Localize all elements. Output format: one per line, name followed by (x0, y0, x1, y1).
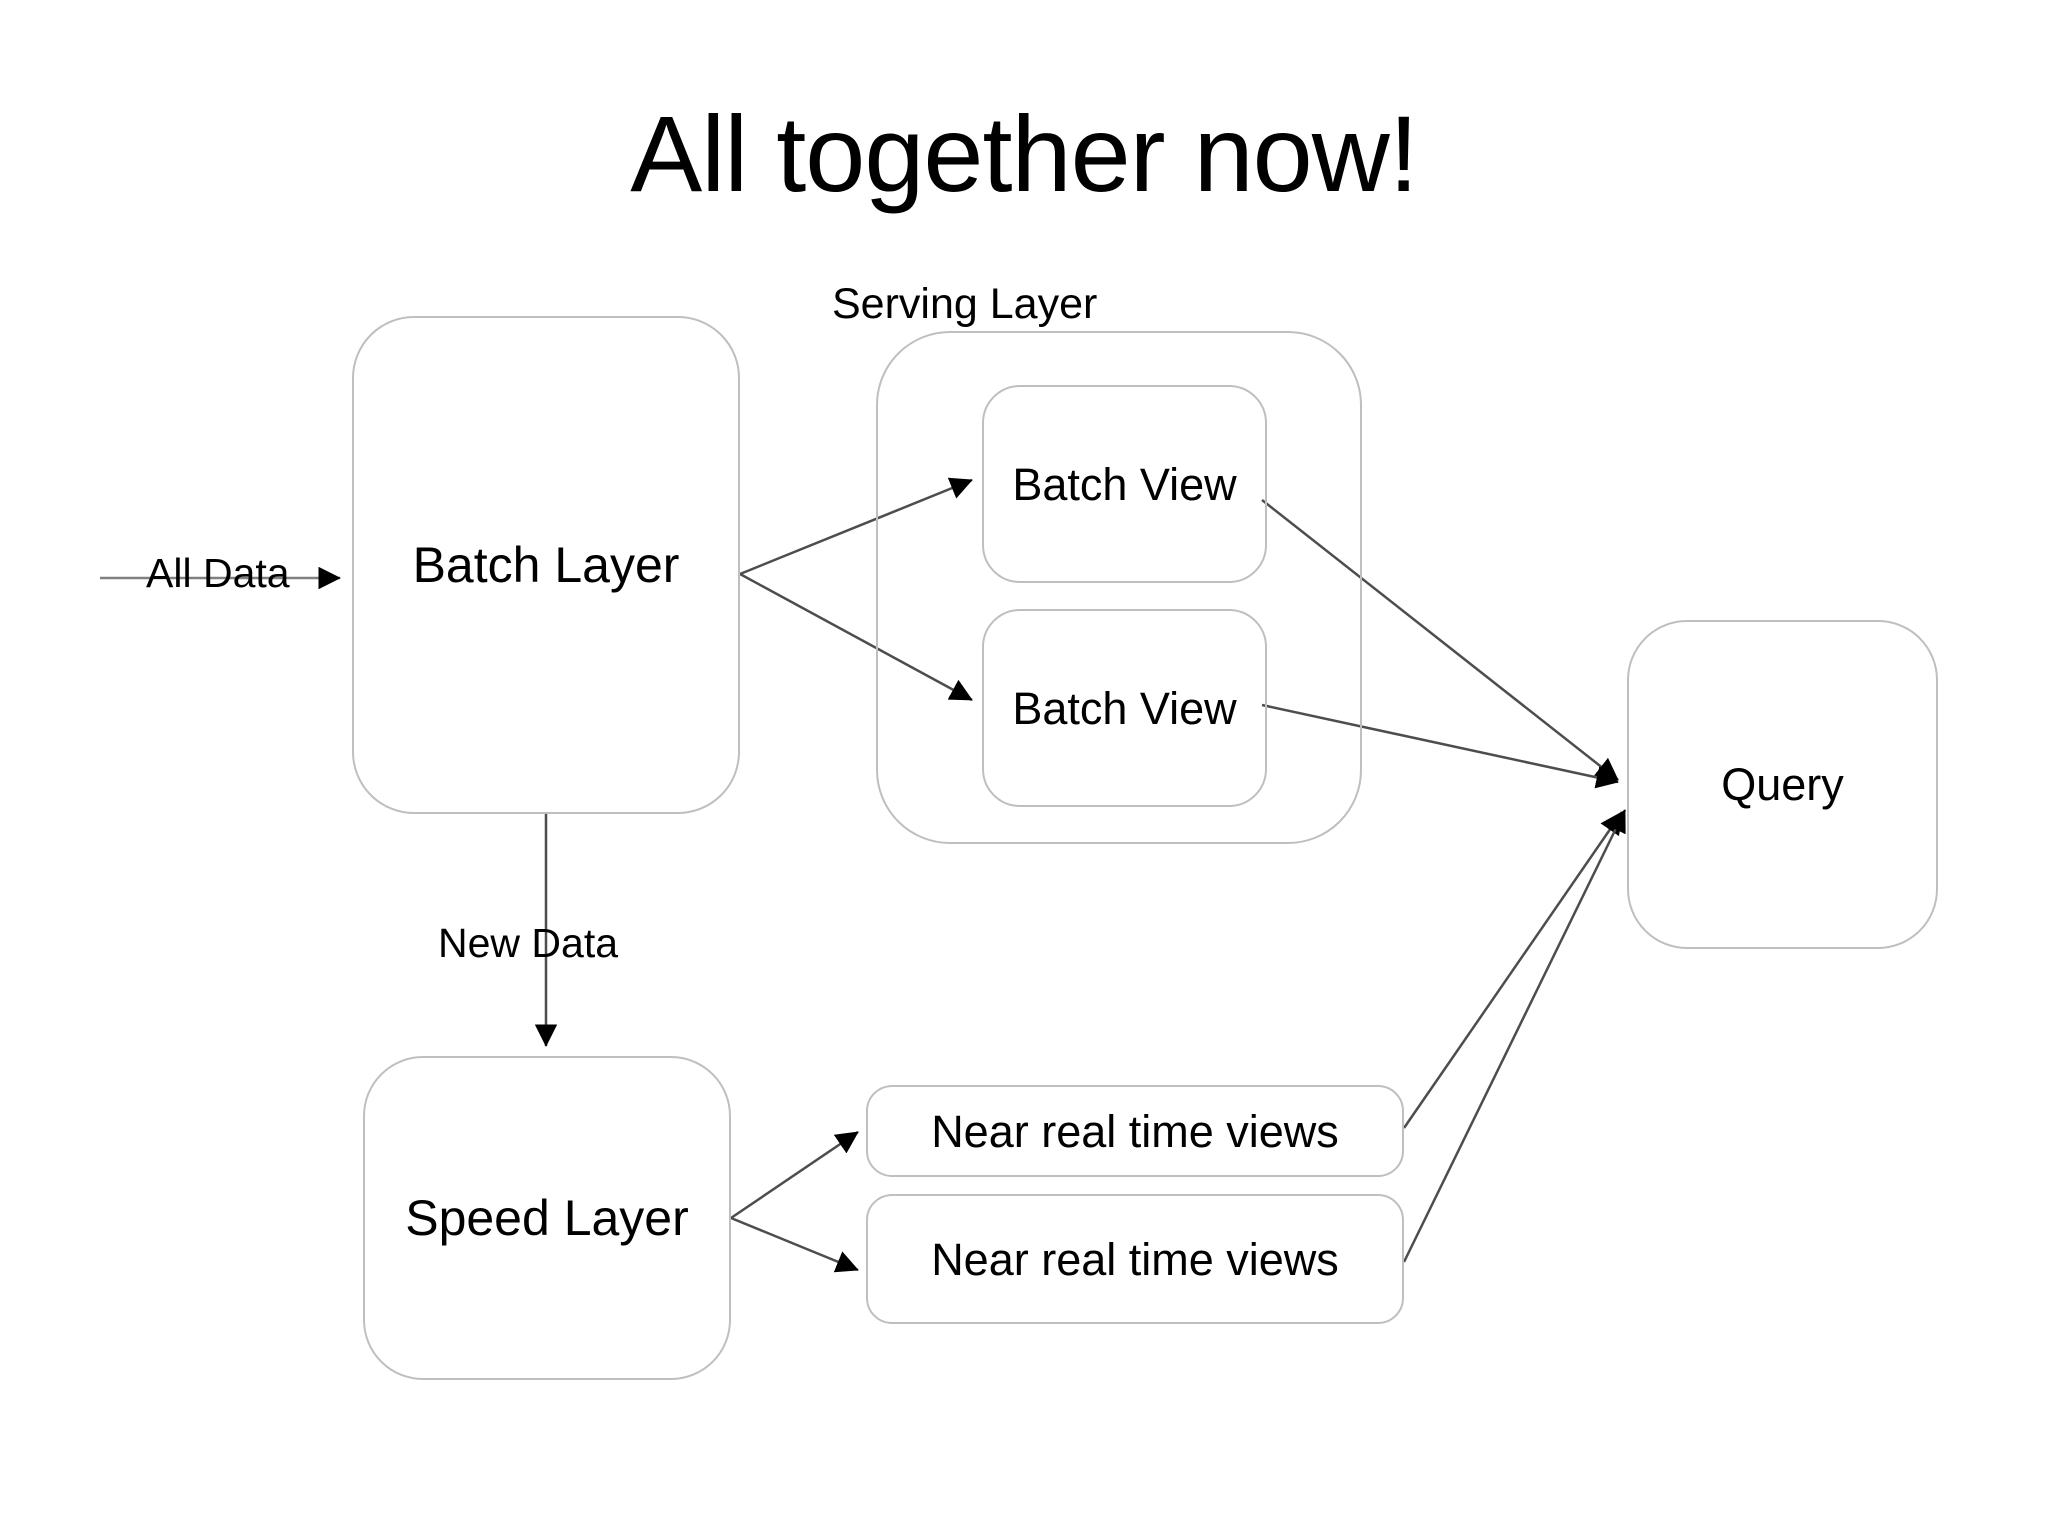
edge-speed-layer-to-nrt-view-1 (730, 1130, 859, 1220)
node-batch-layer[interactable]: Batch Layer (352, 316, 740, 814)
node-batch-view-2-label: Batch View (1012, 682, 1237, 734)
node-near-real-time-views-2[interactable]: Near real time views (866, 1194, 1404, 1324)
edge-nrt-view-2-to-query (1402, 809, 1627, 1263)
edge-speed-layer-to-nrt-view-2 (730, 1216, 859, 1273)
node-query-label: Query (1721, 759, 1844, 810)
group-serving-layer (876, 331, 1362, 844)
node-batch-view-1-label: Batch View (1012, 458, 1237, 510)
edge-label-new-data: New Data (438, 920, 619, 966)
node-near-real-time-views-1[interactable]: Near real time views (866, 1085, 1404, 1177)
node-query[interactable]: Query (1627, 620, 1938, 949)
node-batch-view-1[interactable]: Batch View (982, 385, 1267, 583)
serving-layer-title: Serving Layer (832, 280, 1098, 328)
edge-nrt-view-1-to-query (1402, 811, 1624, 1129)
page-title: All together now! (630, 93, 1418, 214)
edge-label-all-data: All Data (146, 550, 290, 596)
node-speed-layer[interactable]: Speed Layer (363, 1056, 731, 1380)
node-near-real-time-views-1-label: Near real time views (931, 1105, 1339, 1157)
node-near-real-time-views-2-label: Near real time views (931, 1233, 1339, 1285)
node-speed-layer-label: Speed Layer (405, 1190, 689, 1246)
node-batch-view-2[interactable]: Batch View (982, 609, 1267, 807)
node-batch-layer-label: Batch Layer (412, 537, 680, 593)
